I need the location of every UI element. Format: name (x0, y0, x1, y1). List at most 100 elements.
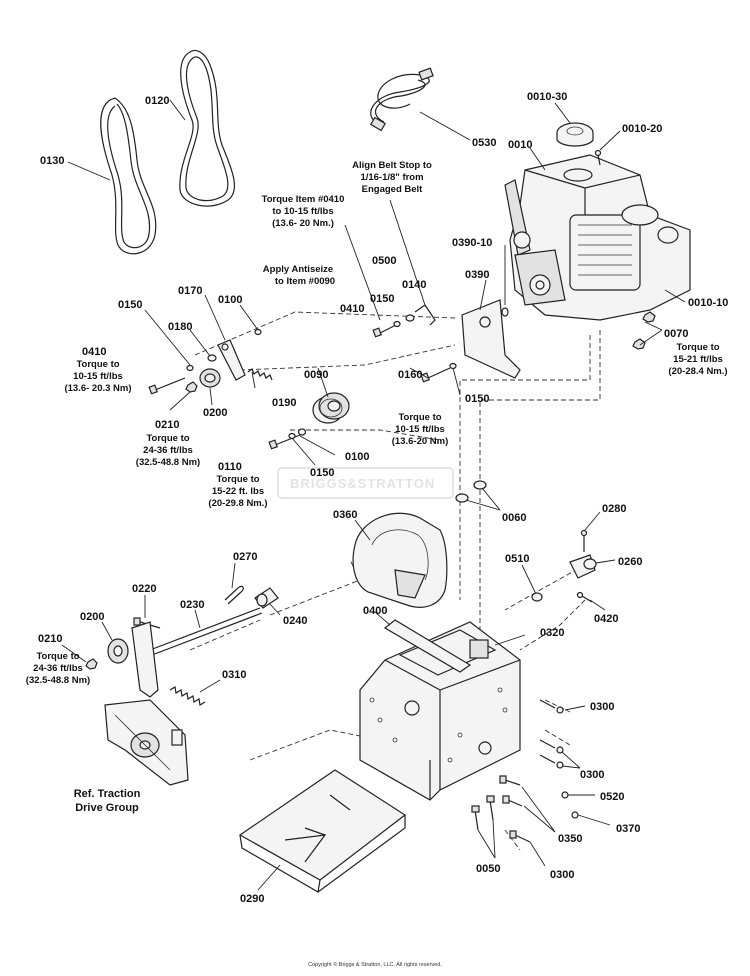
svg-text:to Item #0090: to Item #0090 (275, 276, 335, 287)
label-0010-20: 0010-20 (622, 123, 662, 135)
svg-text:(13.6-20 Nm): (13.6-20 Nm) (392, 436, 449, 447)
label-0520: 0520 (600, 791, 624, 803)
note-torque-0210-top: Torque to 24-36 ft/lbs (32.5-48.8 Nm) (136, 433, 200, 468)
washer-0150-left (186, 364, 194, 372)
spring-0190 (247, 368, 273, 381)
svg-text:Torque to: Torque to (146, 433, 189, 444)
cord-0530 (369, 67, 434, 132)
label-0190: 0190 (272, 397, 296, 409)
label-0120: 0120 (145, 95, 169, 107)
watermark: BRIGGS&STRATTON (277, 467, 454, 499)
svg-text:Torque to: Torque to (676, 342, 719, 353)
label-0390-10: 0390-10 (452, 237, 492, 249)
label-0320: 0320 (540, 627, 564, 639)
svg-text:Torque to: Torque to (398, 412, 441, 423)
label-0150-left: 0150 (118, 299, 142, 311)
label-0360: 0360 (333, 509, 357, 521)
fuel-cap-0010-30 (556, 122, 594, 147)
part-labels: 0010-30 0010-20 0010 0010-10 0530 0130 0… (38, 91, 728, 905)
leader-lines (61, 99, 686, 891)
svg-text:(32.5-48.8 Nm): (32.5-48.8 Nm) (136, 457, 200, 468)
svg-text:(13.6- 20 Nm.): (13.6- 20 Nm.) (272, 218, 334, 229)
label-0060: 0060 (502, 512, 526, 524)
label-0300-c: 0300 (550, 869, 574, 881)
label-0210-top: 0210 (155, 419, 179, 431)
note-torque-0410-left: Torque to 10-15 ft/lbs (13.6- 20.3 Nm) (64, 359, 131, 394)
screw-0010-20 (594, 149, 602, 166)
shift-bracket-0260 (569, 554, 597, 579)
screw-0280 (580, 529, 588, 552)
svg-text:(32.5-48.8 Nm): (32.5-48.8 Nm) (26, 675, 90, 686)
label-0290: 0290 (240, 893, 264, 905)
note-torque-0410-top: Torque Item #0410 to 10-15 ft/lbs (13.6-… (262, 194, 345, 229)
spacer-0240 (254, 587, 279, 609)
label-0220: 0220 (132, 583, 156, 595)
label-0410-top: 0410 (340, 303, 364, 315)
screw-0420 (576, 591, 593, 603)
cotter-pin-0270 (224, 585, 244, 605)
rod-0230 (149, 607, 263, 656)
washer-0510 (531, 592, 543, 602)
label-0350: 0350 (558, 833, 582, 845)
svg-text:Ref. Traction: Ref. Traction (74, 788, 141, 800)
spring-0310 (169, 686, 206, 706)
note-torque-0210-bottom: Torque to 24-36 ft/lbs (32.5-48.8 Nm) (26, 651, 90, 686)
label-0170: 0170 (178, 285, 202, 297)
washer-0150-right (449, 362, 457, 370)
idler-bracket-0170 (217, 339, 246, 381)
label-0530: 0530 (472, 137, 496, 149)
svg-text:15-21 ft/lbs: 15-21 ft/lbs (673, 354, 723, 365)
nut-0210-bottom (85, 658, 98, 670)
svg-text:Torque to: Torque to (76, 359, 119, 370)
label-0160: 0160 (398, 369, 422, 381)
label-0410-left: 0410 (82, 346, 106, 358)
label-0370: 0370 (616, 823, 640, 835)
label-0100-mid: 0100 (345, 451, 369, 463)
note-torque-0160: Torque to 10-15 ft/lbs (13.6-20 Nm) (392, 412, 449, 447)
belt-guard-0390 (461, 299, 521, 379)
watermark-text: BRIGGS&STRATTON (290, 476, 435, 491)
svg-text:10-15 ft/lbs: 10-15 ft/lbs (395, 424, 445, 435)
copyright-text: Copyright © Briggs & Stratton, LLC. All … (308, 961, 442, 968)
label-0150-top: 0150 (370, 293, 394, 305)
bolt-0110 (268, 434, 301, 450)
label-0200-top: 0200 (203, 407, 227, 419)
label-0010: 0010 (508, 139, 532, 151)
svg-text:Align Belt Stop to: Align Belt Stop to (352, 160, 432, 171)
label-0130: 0130 (40, 155, 64, 167)
pulley-0090 (312, 392, 350, 424)
label-0230: 0230 (180, 599, 204, 611)
note-torque-0070: Torque to 15-21 ft/lbs (20-28.4 Nm.) (668, 342, 727, 377)
pulley-0200-bottom (107, 638, 129, 664)
label-0310: 0310 (222, 669, 246, 681)
svg-text:(20-29.8 Nm.): (20-29.8 Nm.) (208, 498, 267, 509)
nut-0070 (632, 311, 656, 350)
svg-text:Torque to: Torque to (216, 474, 259, 485)
label-0200-bottom: 0200 (80, 611, 104, 623)
washer-0180 (207, 354, 217, 362)
washer-0100-mid (297, 428, 307, 436)
svg-text:10-15 ft/lbs: 10-15 ft/lbs (73, 371, 123, 382)
label-0150-right: 0150 (465, 393, 489, 405)
nut-0210-top (185, 381, 198, 393)
svg-text:15-22 ft. lbs: 15-22 ft. lbs (212, 486, 264, 497)
washer-0150-top (393, 320, 401, 328)
note-align-belt: Align Belt Stop to 1/16-1/8" from Engage… (352, 160, 432, 195)
idler-arm-bottom (131, 621, 159, 698)
washer-0150-mid (288, 432, 296, 440)
bolt-0160 (420, 367, 451, 383)
label-0150-mid: 0150 (310, 467, 334, 479)
label-0070: 0070 (664, 328, 688, 340)
svg-text:to 10-15 ft/lbs: to 10-15 ft/lbs (272, 206, 333, 217)
label-0140: 0140 (402, 279, 426, 291)
belt-stop-0140 (414, 304, 436, 326)
label-0390: 0390 (465, 269, 489, 281)
label-0280: 0280 (602, 503, 626, 515)
note-torque-0110: Torque to 15-22 ft. lbs (20-29.8 Nm.) (208, 474, 267, 509)
label-0260: 0260 (618, 556, 642, 568)
label-0110: 0110 (218, 461, 242, 473)
traction-drive-plate (104, 699, 189, 786)
svg-text:Torque to: Torque to (36, 651, 79, 662)
